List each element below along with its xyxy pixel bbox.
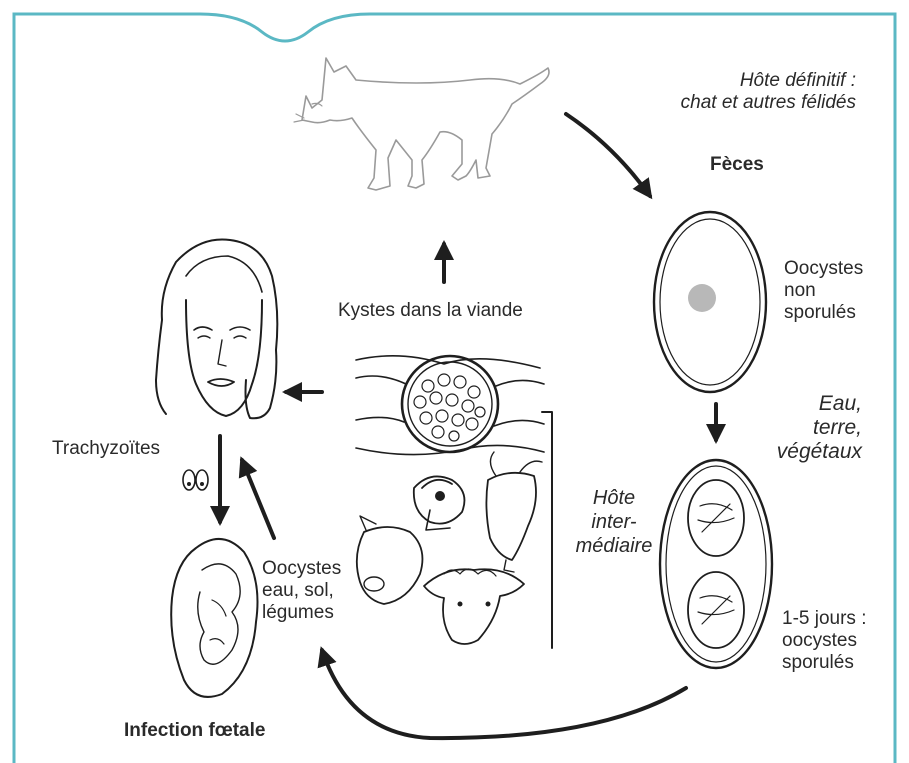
arrow-sporulated-to-oocysts-food	[322, 650, 686, 738]
woman-head-icon	[156, 239, 277, 418]
oocysts-food-line-2: eau, sol,	[262, 580, 341, 602]
sporulated-line-3: sporulés	[782, 652, 866, 674]
definitive-host-line-2: chat et autres félidés	[620, 92, 856, 114]
tissue-cyst-icon	[356, 356, 544, 455]
fetal-infection-label: Infection fœtale	[124, 720, 265, 742]
oocyst-sporulated-icon	[660, 460, 772, 668]
oocysts-food-line-1: Oocystes	[262, 558, 341, 580]
sporulated-oocysts-label: 1-5 jours : oocystes sporulés	[782, 608, 866, 674]
trachyzoites-label: Trachyzoïtes	[52, 438, 160, 460]
oocysts-food-label: Oocystes eau, sol, légumes	[262, 558, 341, 624]
unsporulated-oocysts-label: Oocystes non sporulés	[784, 258, 863, 324]
feces-label: Fèces	[710, 154, 764, 176]
environment-line-3: végétaux	[754, 440, 862, 464]
meat-cysts-label: Kystes dans la viande	[338, 300, 523, 322]
unsporulated-line-2: non	[784, 280, 863, 302]
definitive-host-line-1: Hôte définitif :	[620, 70, 856, 92]
environment-line-2: terre,	[754, 416, 862, 440]
unsporulated-line-1: Oocystes	[784, 258, 863, 280]
frame-border	[14, 14, 895, 763]
environment-line-1: Eau,	[754, 392, 862, 416]
fetus-icon	[171, 539, 257, 697]
sporulated-line-1: 1-5 jours :	[782, 608, 866, 630]
oocyst-unsporulated-icon	[654, 212, 766, 392]
intermediate-host-label: Hôte inter- médiaire	[564, 486, 664, 558]
trachyzoites-icon	[183, 470, 208, 490]
intermediate-host-bracket	[542, 412, 552, 648]
farm-animals-icon	[357, 452, 542, 644]
arrow-cat-to-feces	[566, 114, 650, 196]
definitive-host-label: Hôte définitif : chat et autres félidés	[620, 70, 856, 114]
intermediate-host-line-1: Hôte	[564, 486, 664, 510]
arrow-oocysts-food-to-woman	[242, 460, 274, 538]
environment-label: Eau, terre, végétaux	[754, 392, 862, 464]
intermediate-host-line-2: inter-	[564, 510, 664, 534]
unsporulated-line-3: sporulés	[784, 302, 863, 324]
cat-icon	[294, 58, 549, 190]
sporulated-line-2: oocystes	[782, 630, 866, 652]
intermediate-host-line-3: médiaire	[564, 534, 664, 558]
oocysts-food-line-3: légumes	[262, 602, 341, 624]
